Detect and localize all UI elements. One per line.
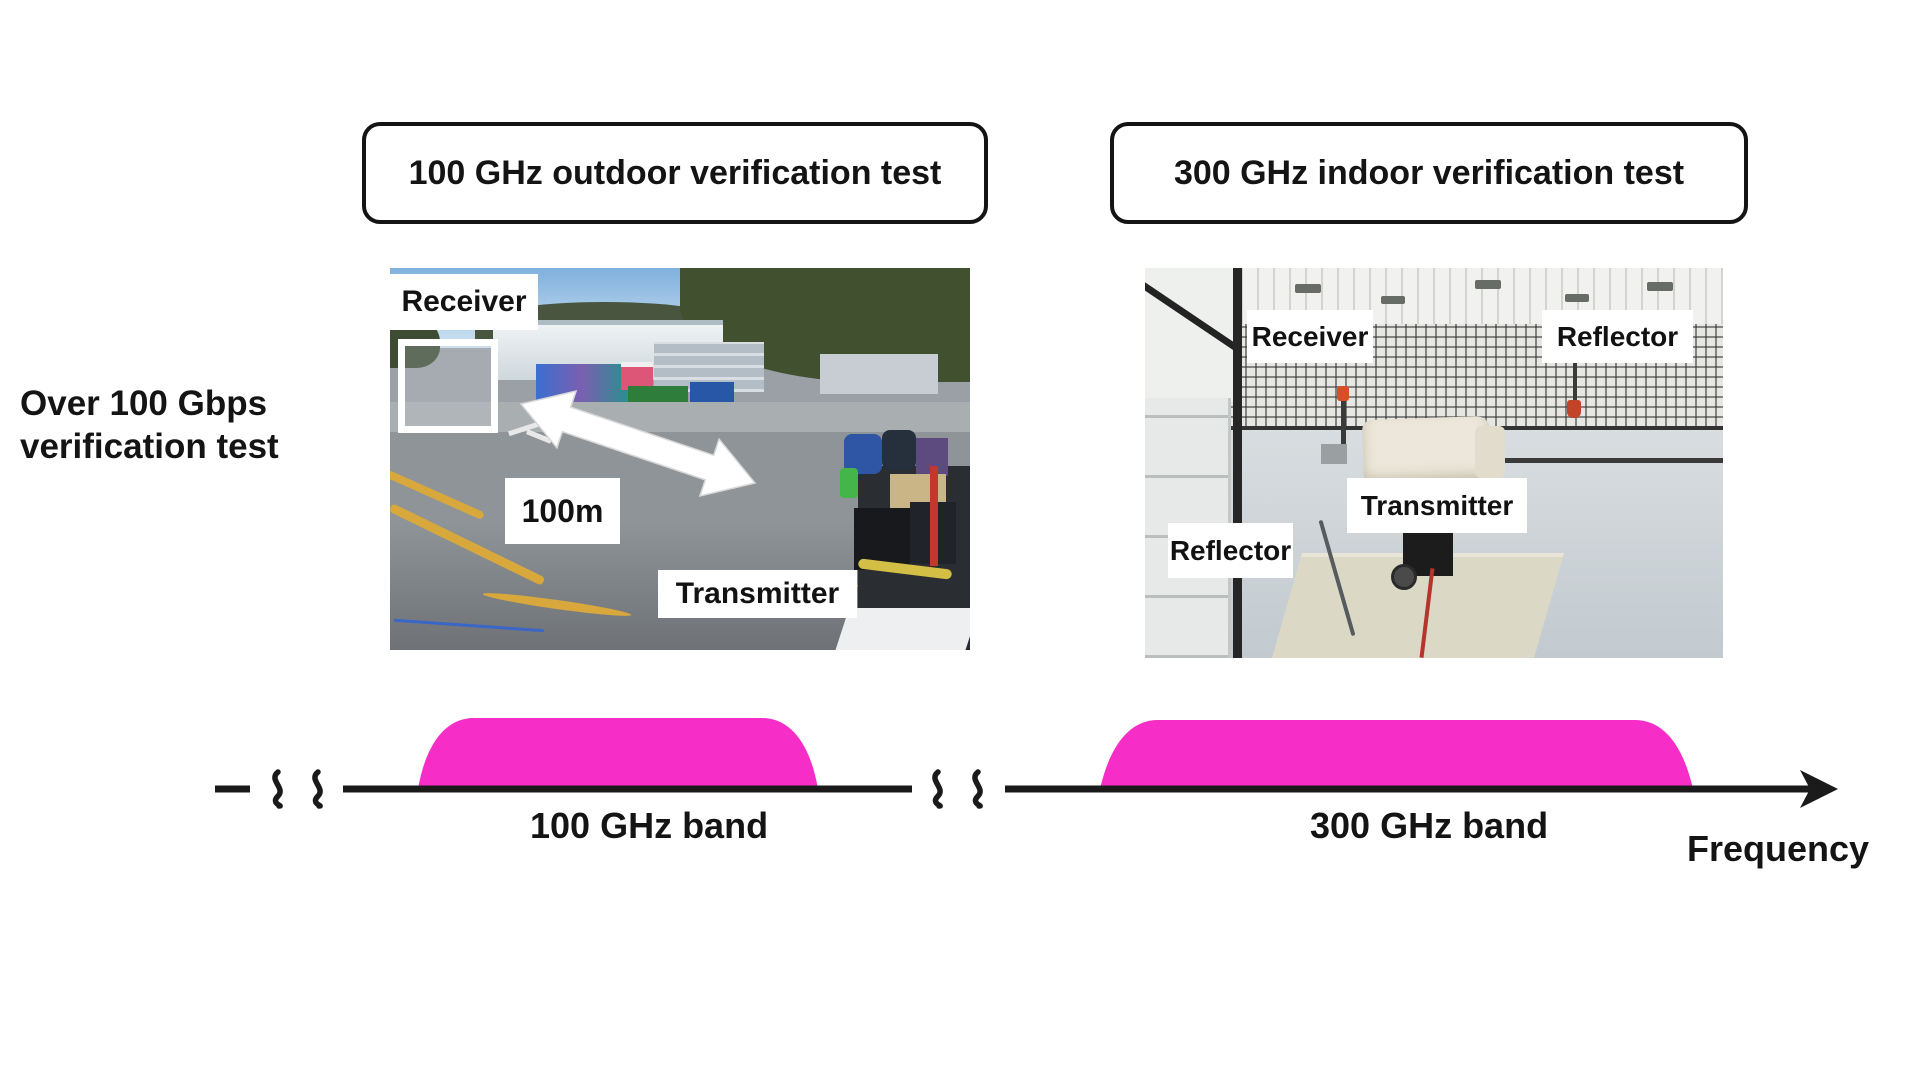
band-100ghz bbox=[418, 718, 818, 789]
axis-break-icon bbox=[312, 769, 323, 809]
band-300ghz-label: 300 GHz band bbox=[1310, 805, 1549, 846]
outdoor-test-photo: Receiver 100m Transmitter bbox=[390, 268, 970, 650]
outdoor-receiver-label: Receiver bbox=[390, 274, 538, 330]
ceiling-light bbox=[1565, 294, 1589, 302]
indoor-receiver-label: Receiver bbox=[1247, 310, 1373, 363]
indoor-reflector-bottom-label-text: Reflector bbox=[1169, 534, 1292, 566]
distance-label-text: 100m bbox=[521, 492, 604, 529]
ceiling-light bbox=[1647, 282, 1673, 291]
axis-arrowhead-icon bbox=[1800, 770, 1838, 808]
indoor-transmitter-label: Transmitter bbox=[1347, 478, 1527, 533]
transmitter-dial bbox=[1391, 564, 1417, 590]
transmitter-cover bbox=[1361, 415, 1493, 487]
reflector-stand bbox=[1573, 352, 1577, 404]
cart-equipment bbox=[840, 468, 858, 498]
distance-label: 100m bbox=[505, 478, 620, 544]
ceiling-light bbox=[1381, 296, 1405, 304]
transmitter-cover-side bbox=[1475, 426, 1505, 478]
indoor-test-title-box: 300 GHz indoor verification test bbox=[1110, 122, 1748, 224]
indoor-transmitter-label-text: Transmitter bbox=[1360, 489, 1514, 521]
floor-rail bbox=[1445, 458, 1723, 463]
receiver-tripod bbox=[1341, 396, 1346, 448]
axis-break-icon bbox=[972, 769, 983, 809]
reflector-marker bbox=[1567, 400, 1581, 418]
axis-break-icon bbox=[272, 769, 283, 809]
overall-test-label: Over 100 Gbps verification test bbox=[20, 382, 279, 468]
pink-building bbox=[621, 362, 653, 390]
indoor-receiver-label-text: Receiver bbox=[1251, 320, 1369, 352]
far-building bbox=[820, 354, 938, 394]
indoor-reflector-bottom-label: Reflector bbox=[1168, 523, 1293, 578]
receiver-tripod-marker bbox=[1337, 386, 1349, 401]
outdoor-test-title-box: 100 GHz outdoor verification test bbox=[362, 122, 988, 224]
outdoor-transmitter-label: Transmitter bbox=[658, 570, 857, 618]
indoor-test-photo: Receiver Reflector Transmitter Reflector bbox=[1145, 268, 1723, 658]
outdoor-transmitter-label-text: Transmitter bbox=[675, 577, 840, 610]
distance-arrow bbox=[519, 389, 757, 498]
cart-equipment bbox=[844, 434, 882, 474]
band-300ghz bbox=[1100, 720, 1693, 789]
vertical-pole bbox=[1233, 268, 1242, 658]
outdoor-receiver-label-text: Receiver bbox=[401, 285, 527, 318]
overall-test-label-line2: verification test bbox=[20, 427, 279, 466]
ceiling-light bbox=[1475, 280, 1501, 289]
cart-equipment bbox=[882, 430, 916, 470]
frequency-axis-label: Frequency bbox=[1687, 828, 1870, 869]
indoor-test-title: 300 GHz indoor verification test bbox=[1173, 153, 1685, 192]
cart-strap bbox=[930, 466, 938, 566]
receiver-highlight-frame bbox=[398, 339, 498, 433]
receiver-equipment bbox=[1321, 444, 1347, 464]
band-100ghz-label: 100 GHz band bbox=[530, 805, 769, 846]
indoor-reflector-top-label-text: Reflector bbox=[1556, 320, 1679, 352]
overall-test-label-line1: Over 100 Gbps bbox=[20, 384, 268, 423]
indoor-reflector-top-label: Reflector bbox=[1542, 310, 1693, 363]
axis-break-icon bbox=[932, 769, 943, 809]
ceiling-light bbox=[1295, 284, 1321, 293]
outdoor-test-title: 100 GHz outdoor verification test bbox=[408, 153, 942, 192]
